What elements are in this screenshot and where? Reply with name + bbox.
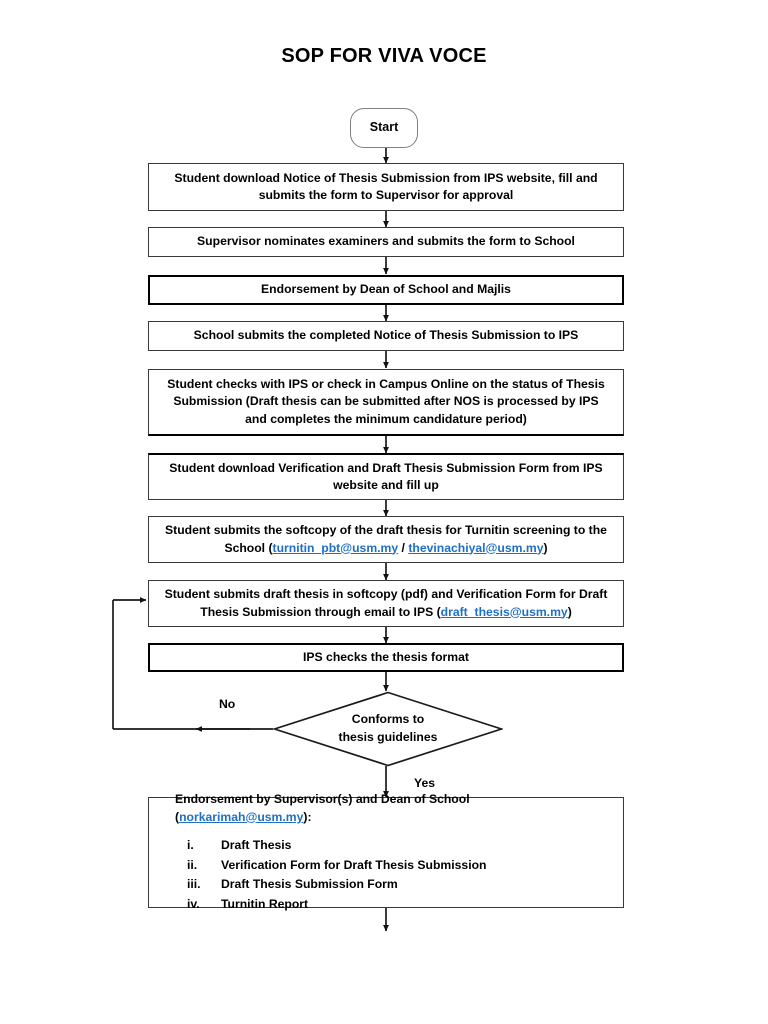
process-box-endorsement[interactable]: Endorsement by Supervisor(s) and Dean of…	[148, 792, 624, 911]
start-node[interactable]: Start	[350, 108, 418, 148]
process-box-6[interactable]: Student download Verification and Draft …	[148, 453, 624, 500]
list-item-label: Verification Form for Draft Thesis Submi…	[221, 857, 487, 872]
process-box-2-text: Supervisor nominates examiners and submi…	[197, 234, 575, 249]
process-box-8-text-before: Student submits draft thesis in softcopy…	[164, 587, 608, 619]
email-link-draft-thesis[interactable]: draft_thesis@usm.my	[440, 604, 568, 619]
process-box-8[interactable]: Student submits draft thesis in softcopy…	[148, 580, 624, 627]
list-item-numeral: iv.	[187, 897, 200, 912]
diamond-shape	[273, 691, 503, 767]
process-box-6-text: Student download Verification and Draft …	[169, 460, 603, 492]
process-box-7-text: Student submits the softcopy of the draf…	[163, 522, 609, 557]
list-item-numeral: ii.	[187, 857, 198, 872]
branch-label-no: No	[219, 697, 236, 711]
process-box-5-text: Student checks with IPS or check in Camp…	[167, 377, 605, 426]
process-box-1-text: Student download Notice of Thesis Submis…	[174, 170, 598, 202]
decision-label-line-2: thesis guidelines	[338, 730, 438, 744]
start-node-label: Start	[369, 120, 399, 135]
decision-label-line-1: Conforms to	[351, 712, 425, 727]
endorsement-lead-line: Endorsement by Supervisor(s) and Dean of…	[175, 791, 609, 826]
process-box-7-text-after: )	[543, 540, 548, 555]
process-box-3[interactable]: Endorsement by Dean of School and Majlis	[148, 275, 624, 305]
process-box-2[interactable]: Supervisor nominates examiners and submi…	[148, 227, 624, 257]
endorsement-content: Endorsement by Supervisor(s) and Dean of…	[175, 791, 609, 913]
process-box-8-text-after: )	[567, 604, 572, 619]
list-item-label: Draft Thesis Submission Form	[221, 877, 398, 892]
process-box-7-text-mid: /	[398, 540, 409, 555]
endorsement-item-list: i. Draft Thesis ii. Verification Form fo…	[175, 837, 609, 914]
list-item-numeral: iii.	[187, 877, 201, 892]
email-link-norkarimah[interactable]: norkarimah@usm.my	[179, 809, 304, 824]
branch-label-yes: Yes	[414, 776, 436, 790]
process-box-7-text-before: Student submits the softcopy of the draf…	[165, 523, 607, 555]
email-link-turnitin-pbt[interactable]: turnitin_pbt@usm.my	[272, 540, 399, 555]
decision-diamond-conforms[interactable]: Conforms to thesis guidelines	[273, 691, 503, 767]
process-box-3-text: Endorsement by Dean of School and Majlis	[261, 282, 511, 297]
list-item-label: Draft Thesis	[221, 837, 292, 852]
process-box-4[interactable]: School submits the completed Notice of T…	[148, 321, 624, 351]
list-item-label: Turnitin Report	[221, 897, 309, 912]
page-title: SOP FOR VIVA VOCE	[281, 45, 487, 67]
list-item-numeral: i.	[187, 837, 194, 852]
process-box-7[interactable]: Student submits the softcopy of the draf…	[148, 516, 624, 563]
endorsement-lead-before: Endorsement by Supervisor(s) and Dean of…	[175, 792, 470, 824]
process-box-1[interactable]: Student download Notice of Thesis Submis…	[148, 163, 624, 211]
process-box-4-text: School submits the completed Notice of T…	[193, 328, 579, 343]
process-box-8-text: Student submits draft thesis in softcopy…	[163, 586, 609, 621]
email-link-thevinachiyal[interactable]: thevinachiyal@usm.my	[408, 540, 544, 555]
process-box-9-text: IPS checks the thesis format	[303, 649, 469, 664]
process-box-9[interactable]: IPS checks the thesis format	[148, 643, 624, 672]
endorsement-lead-after: ):	[303, 809, 312, 824]
decision-label: Conforms to thesis guidelines	[273, 691, 503, 767]
process-box-5[interactable]: Student checks with IPS or check in Camp…	[148, 369, 624, 436]
